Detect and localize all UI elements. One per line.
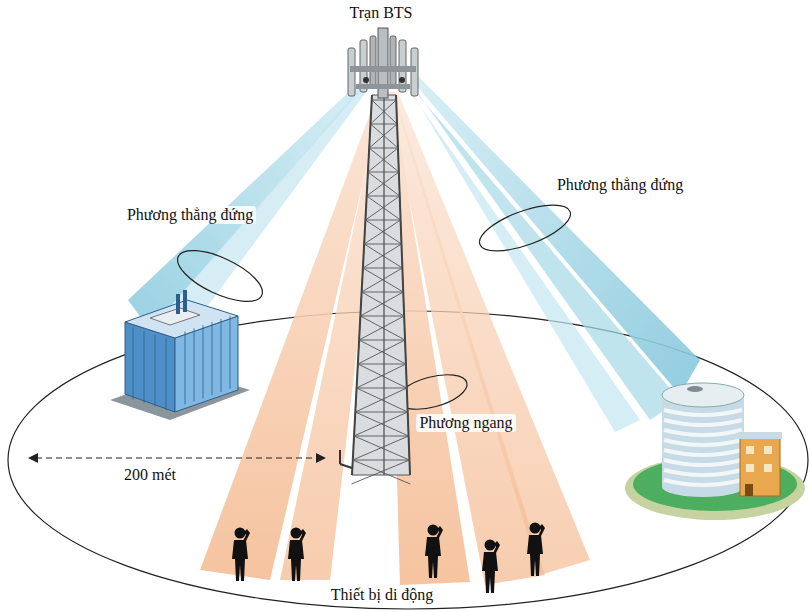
horizontal-beams	[200, 92, 590, 585]
distance-dimension	[28, 453, 326, 463]
text-label: Thiết bị di động	[328, 586, 437, 604]
beam-section	[474, 196, 576, 261]
text-label: Phương thẳng đứng	[554, 176, 686, 194]
hotel-building	[625, 383, 805, 520]
mobile-users	[232, 523, 545, 594]
text-label: Phương thẳng đứng	[124, 206, 256, 224]
office-building	[110, 290, 250, 420]
text-label: 200 mét	[121, 466, 179, 484]
text-label: Phương ngang	[416, 414, 515, 432]
beam-section	[171, 240, 270, 312]
text-label: Trạn BTS	[347, 4, 416, 22]
bts-tower	[340, 28, 418, 484]
